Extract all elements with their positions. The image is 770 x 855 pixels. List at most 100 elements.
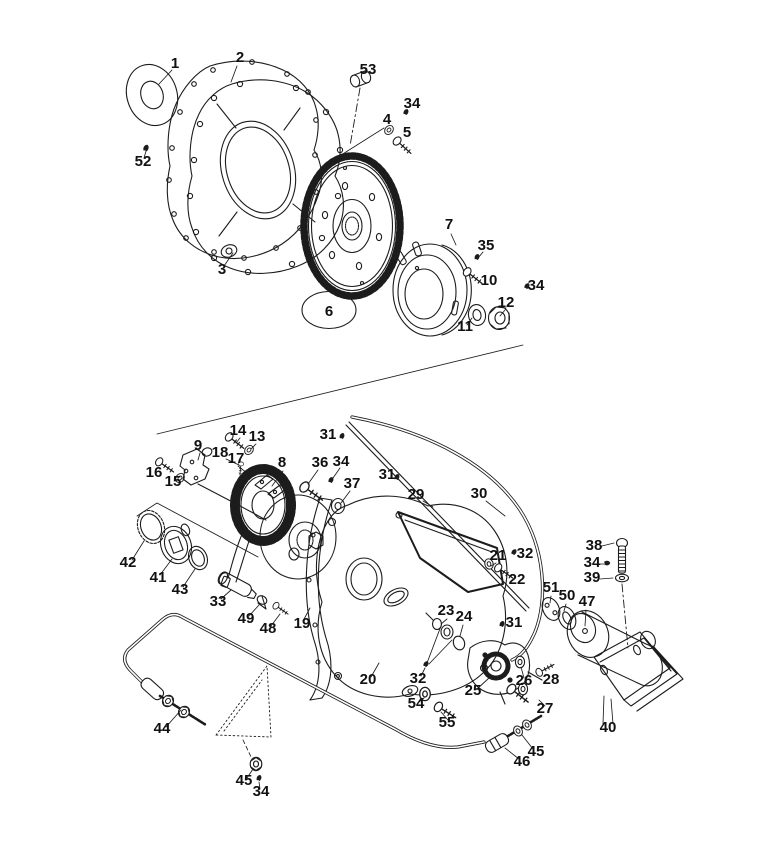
part-3-magneto-cover (186, 79, 344, 276)
part-label-34-61: 34 (253, 783, 270, 800)
part-40-bracket (593, 631, 684, 712)
part-34-clip-starter (603, 560, 611, 566)
part-label-31-15: 31 (320, 426, 337, 443)
part-51-pad (541, 597, 561, 621)
gasket-bolt-holes (166, 59, 319, 261)
part-label-51-36: 51 (543, 579, 560, 596)
part-label-14-16: 14 (230, 422, 247, 439)
part-23-plunger (425, 612, 454, 640)
part-label-26-52: 26 (516, 672, 533, 689)
part-11-washer (467, 304, 487, 326)
part-label-23-47: 23 (438, 602, 455, 619)
part-8-stator (220, 464, 296, 588)
part-label-39-35: 39 (584, 569, 601, 586)
part-31-clips (339, 432, 506, 628)
part-label-37-26: 37 (344, 475, 361, 492)
part-12-nut (487, 305, 511, 331)
part-label-31-27: 31 (379, 466, 396, 483)
part-label-4-4: 4 (383, 111, 392, 128)
part-30-tube (350, 415, 545, 662)
part-label-41-40: 41 (150, 569, 167, 586)
part-label-6-8: 6 (325, 303, 333, 320)
part-label-53-2: 53 (360, 61, 377, 78)
part-label-43-41: 43 (172, 581, 189, 598)
part-44-cable (123, 612, 486, 750)
part-label-44-59: 44 (154, 720, 171, 737)
part-label-50-37: 50 (559, 587, 576, 604)
part-label-8-21: 8 (278, 454, 286, 471)
part-label-20-46: 20 (360, 671, 377, 688)
part-label-10-11: 10 (481, 272, 498, 289)
part-label-1-0: 1 (171, 55, 179, 72)
part-label-25-51: 25 (465, 682, 482, 699)
part-label-55-56: 55 (439, 714, 456, 731)
part-25-oil-pump (467, 640, 543, 705)
part-label-28-53: 28 (543, 671, 560, 688)
part-label-21-30: 21 (490, 547, 507, 564)
part-label-3-7: 3 (218, 261, 226, 278)
part-label-54-55: 54 (408, 695, 425, 712)
part-label-45-60: 45 (236, 772, 253, 789)
crankshaft-hub (259, 494, 337, 580)
part-label-49-43: 49 (238, 610, 255, 627)
part-label-52-6: 52 (135, 153, 152, 170)
part-41-housing (159, 523, 193, 565)
part-label-22-32: 22 (509, 571, 526, 588)
part-label-16-24: 16 (146, 464, 163, 481)
part-label-42-39: 42 (120, 554, 137, 571)
part-label-40-62: 40 (600, 719, 617, 736)
part-36-bolt (297, 479, 327, 506)
part-label-15-25: 15 (165, 473, 182, 490)
part-label-33-42: 33 (210, 593, 227, 610)
part-label-2-1: 2 (236, 49, 244, 66)
part-label-34-34: 34 (584, 554, 601, 571)
part-label-13-17: 13 (249, 428, 266, 445)
part-label-36-22: 36 (312, 454, 329, 471)
leader-lines (131, 65, 629, 790)
part-label-34-12: 34 (528, 277, 545, 294)
part-20-crankcase-cover (315, 495, 508, 698)
part-6-flywheel-ring-gear (300, 152, 404, 300)
part-34-clip-bottom-left (256, 774, 263, 782)
part-33-sensor (217, 571, 257, 599)
part-39-washer (614, 573, 630, 583)
part-13-washer (242, 443, 256, 457)
highlight-ring (301, 290, 357, 330)
part-label-46-58: 46 (514, 753, 531, 770)
part-38-screw (615, 537, 629, 574)
part-label-32-31: 32 (517, 545, 534, 562)
part-19-gasket (305, 497, 333, 701)
part-42-oring (136, 509, 166, 545)
part-label-31-49: 31 (506, 614, 523, 631)
part-label-34-3: 34 (404, 95, 421, 112)
part-label-45-57: 45 (528, 743, 545, 760)
part-label-12-13: 12 (498, 294, 515, 311)
part-label-35-10: 35 (478, 237, 495, 254)
part-label-34-23: 34 (333, 453, 350, 470)
part-label-30-29: 30 (471, 485, 488, 502)
part-32-clip-pump (422, 625, 453, 668)
part-7-rotor (392, 241, 472, 337)
part-53-bushing (349, 70, 372, 88)
part-29-rod (345, 421, 530, 612)
part-24-oring (452, 635, 466, 651)
part-label-18-19: 18 (212, 444, 229, 461)
part-43-ring (187, 545, 209, 571)
part-label-5-5: 5 (403, 124, 411, 141)
part-label-27-54: 27 (537, 700, 554, 717)
part-label-17-20: 17 (228, 450, 245, 467)
part-label-47-38: 47 (579, 593, 596, 610)
part-9-bracket (179, 447, 213, 486)
part-label-29-28: 29 (408, 486, 425, 503)
part-45-nut-left (249, 756, 263, 772)
part-label-9-18: 9 (194, 437, 202, 454)
part-label-19-45: 19 (294, 615, 311, 632)
part-label-48-44: 48 (260, 620, 277, 637)
cover-bolt-bosses (186, 80, 344, 276)
flywheel-holes (321, 165, 383, 286)
part-49-valve (256, 595, 268, 610)
part-52-clip (142, 143, 150, 152)
